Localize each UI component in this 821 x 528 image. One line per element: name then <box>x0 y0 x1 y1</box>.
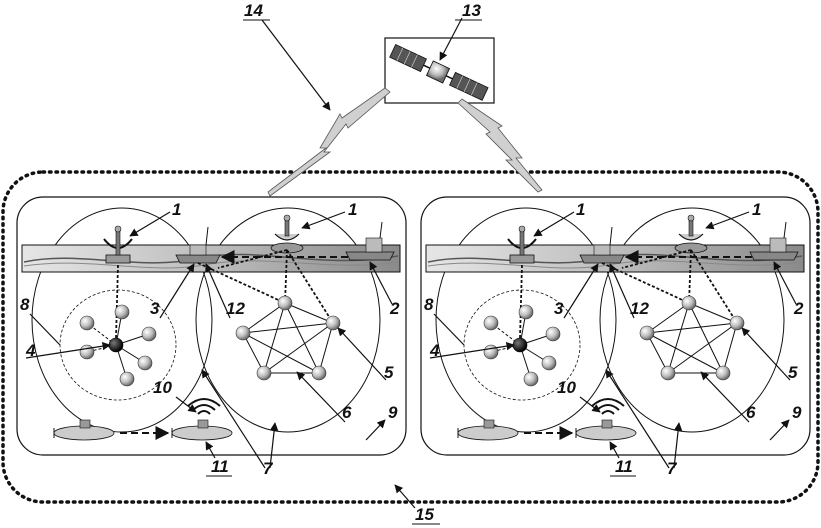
star-cluster-zone <box>435 207 617 433</box>
satellite-label: 13 <box>462 1 481 20</box>
star-cluster <box>79 304 157 387</box>
subnet-right: 1 1 2 3 12 4 5 6 8 10 11 7 9 <box>420 196 811 478</box>
central-node <box>512 337 528 353</box>
satellite <box>384 37 495 104</box>
mesh-node-label: 5 <box>384 363 394 382</box>
boundary-label: 7 <box>667 459 678 478</box>
acoustic-signal-icon <box>187 398 221 415</box>
acoustic-signal-icon <box>591 398 625 415</box>
satellite-leader <box>439 17 463 61</box>
ship-label: 3 <box>150 299 160 318</box>
ship-label: 3 <box>554 299 564 318</box>
buoy-label-a: 1 <box>576 200 585 219</box>
star-cluster <box>483 304 561 387</box>
ship-right <box>749 221 799 261</box>
mesh-cluster-label: 6 <box>746 403 756 422</box>
mesh-node-label: 5 <box>788 363 798 382</box>
submarine-right <box>575 419 637 441</box>
submarine-left <box>457 419 519 441</box>
acoustic-signal-label: 10 <box>557 378 576 397</box>
submarine-left <box>53 419 115 441</box>
buoy-left <box>103 225 133 264</box>
system-leader <box>394 484 416 509</box>
radio-link-left <box>267 87 391 197</box>
ship-center <box>579 226 625 264</box>
submarine-label: 11 <box>615 457 633 476</box>
buoy-left <box>507 225 537 264</box>
mesh-cluster-label: 6 <box>342 403 352 422</box>
subnet-frame <box>16 196 407 456</box>
subnet-left: 1 1 2 3 12 4 5 6 8 10 11 7 9 <box>16 196 407 478</box>
acoustic-signal-label: 10 <box>153 378 172 397</box>
radio-link-leader <box>261 19 331 111</box>
subnet-label: 9 <box>792 403 802 422</box>
radio-link-right <box>457 98 543 193</box>
subnet-label: 9 <box>388 403 398 422</box>
subnet-frame <box>420 196 811 456</box>
system-boundary <box>1 170 820 504</box>
mesh-cluster <box>235 295 341 381</box>
system-label: 15 <box>415 505 434 524</box>
submarine-label: 11 <box>211 457 229 476</box>
star-cluster-label: 8 <box>424 295 434 314</box>
boundary-label: 7 <box>263 459 274 478</box>
ship-right <box>345 221 395 261</box>
buoy-label-b: 1 <box>348 200 357 219</box>
star-cluster-label: 8 <box>20 295 30 314</box>
mesh-cluster-zone <box>599 207 785 433</box>
buoy-label-b: 1 <box>752 200 761 219</box>
star-cluster-zone <box>31 207 213 433</box>
central-node <box>108 337 124 353</box>
radio-link-label: 14 <box>244 1 263 20</box>
buoy-right <box>270 214 304 254</box>
mesh-cluster <box>639 295 745 381</box>
central-node-label: 4 <box>429 341 440 360</box>
central-node-label: 4 <box>25 341 36 360</box>
buoy-right <box>674 214 708 254</box>
mesh-cluster-zone <box>195 207 381 433</box>
surface-band-label: 2 <box>793 299 804 318</box>
buoy-label-a: 1 <box>172 200 181 219</box>
ship-link-label: 12 <box>630 299 649 318</box>
submarine-right <box>171 419 233 441</box>
ship-link-label: 12 <box>226 299 245 318</box>
ship-center <box>175 226 221 264</box>
surface-band-label: 2 <box>389 299 400 318</box>
